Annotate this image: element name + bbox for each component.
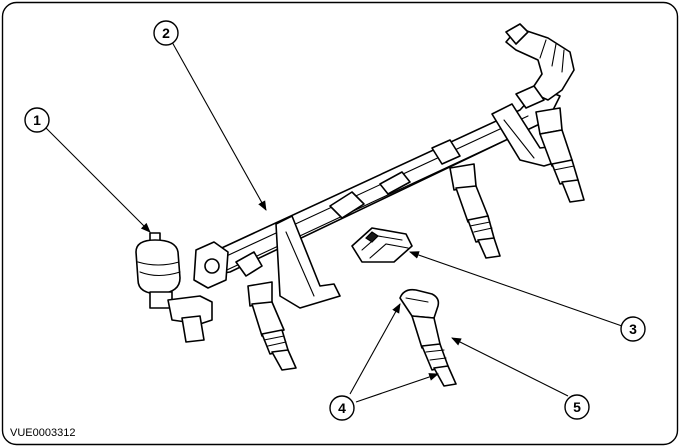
callout-2-label: 2: [162, 25, 170, 41]
callout-4: 4: [329, 395, 355, 421]
leader-lines: [45, 41, 623, 403]
pressure-regulator: [135, 232, 229, 343]
callout-3: 3: [620, 316, 646, 342]
callout-1: 1: [24, 107, 50, 133]
callout-2: 2: [153, 20, 179, 46]
injector-rail-middle: [431, 139, 501, 259]
retaining-clip: [351, 227, 413, 263]
callout-4-label: 4: [338, 400, 346, 416]
callout-3-label: 3: [629, 321, 637, 337]
callout-5: 5: [564, 394, 590, 420]
loose-injector: [399, 288, 457, 387]
injector-rail-right: [515, 85, 585, 203]
callout-5-label: 5: [573, 399, 581, 415]
injector-rail-left: [235, 251, 297, 371]
callout-1-label: 1: [33, 112, 41, 128]
fuel-rail: [199, 23, 575, 309]
figure-code: VUE0003312: [10, 427, 75, 439]
